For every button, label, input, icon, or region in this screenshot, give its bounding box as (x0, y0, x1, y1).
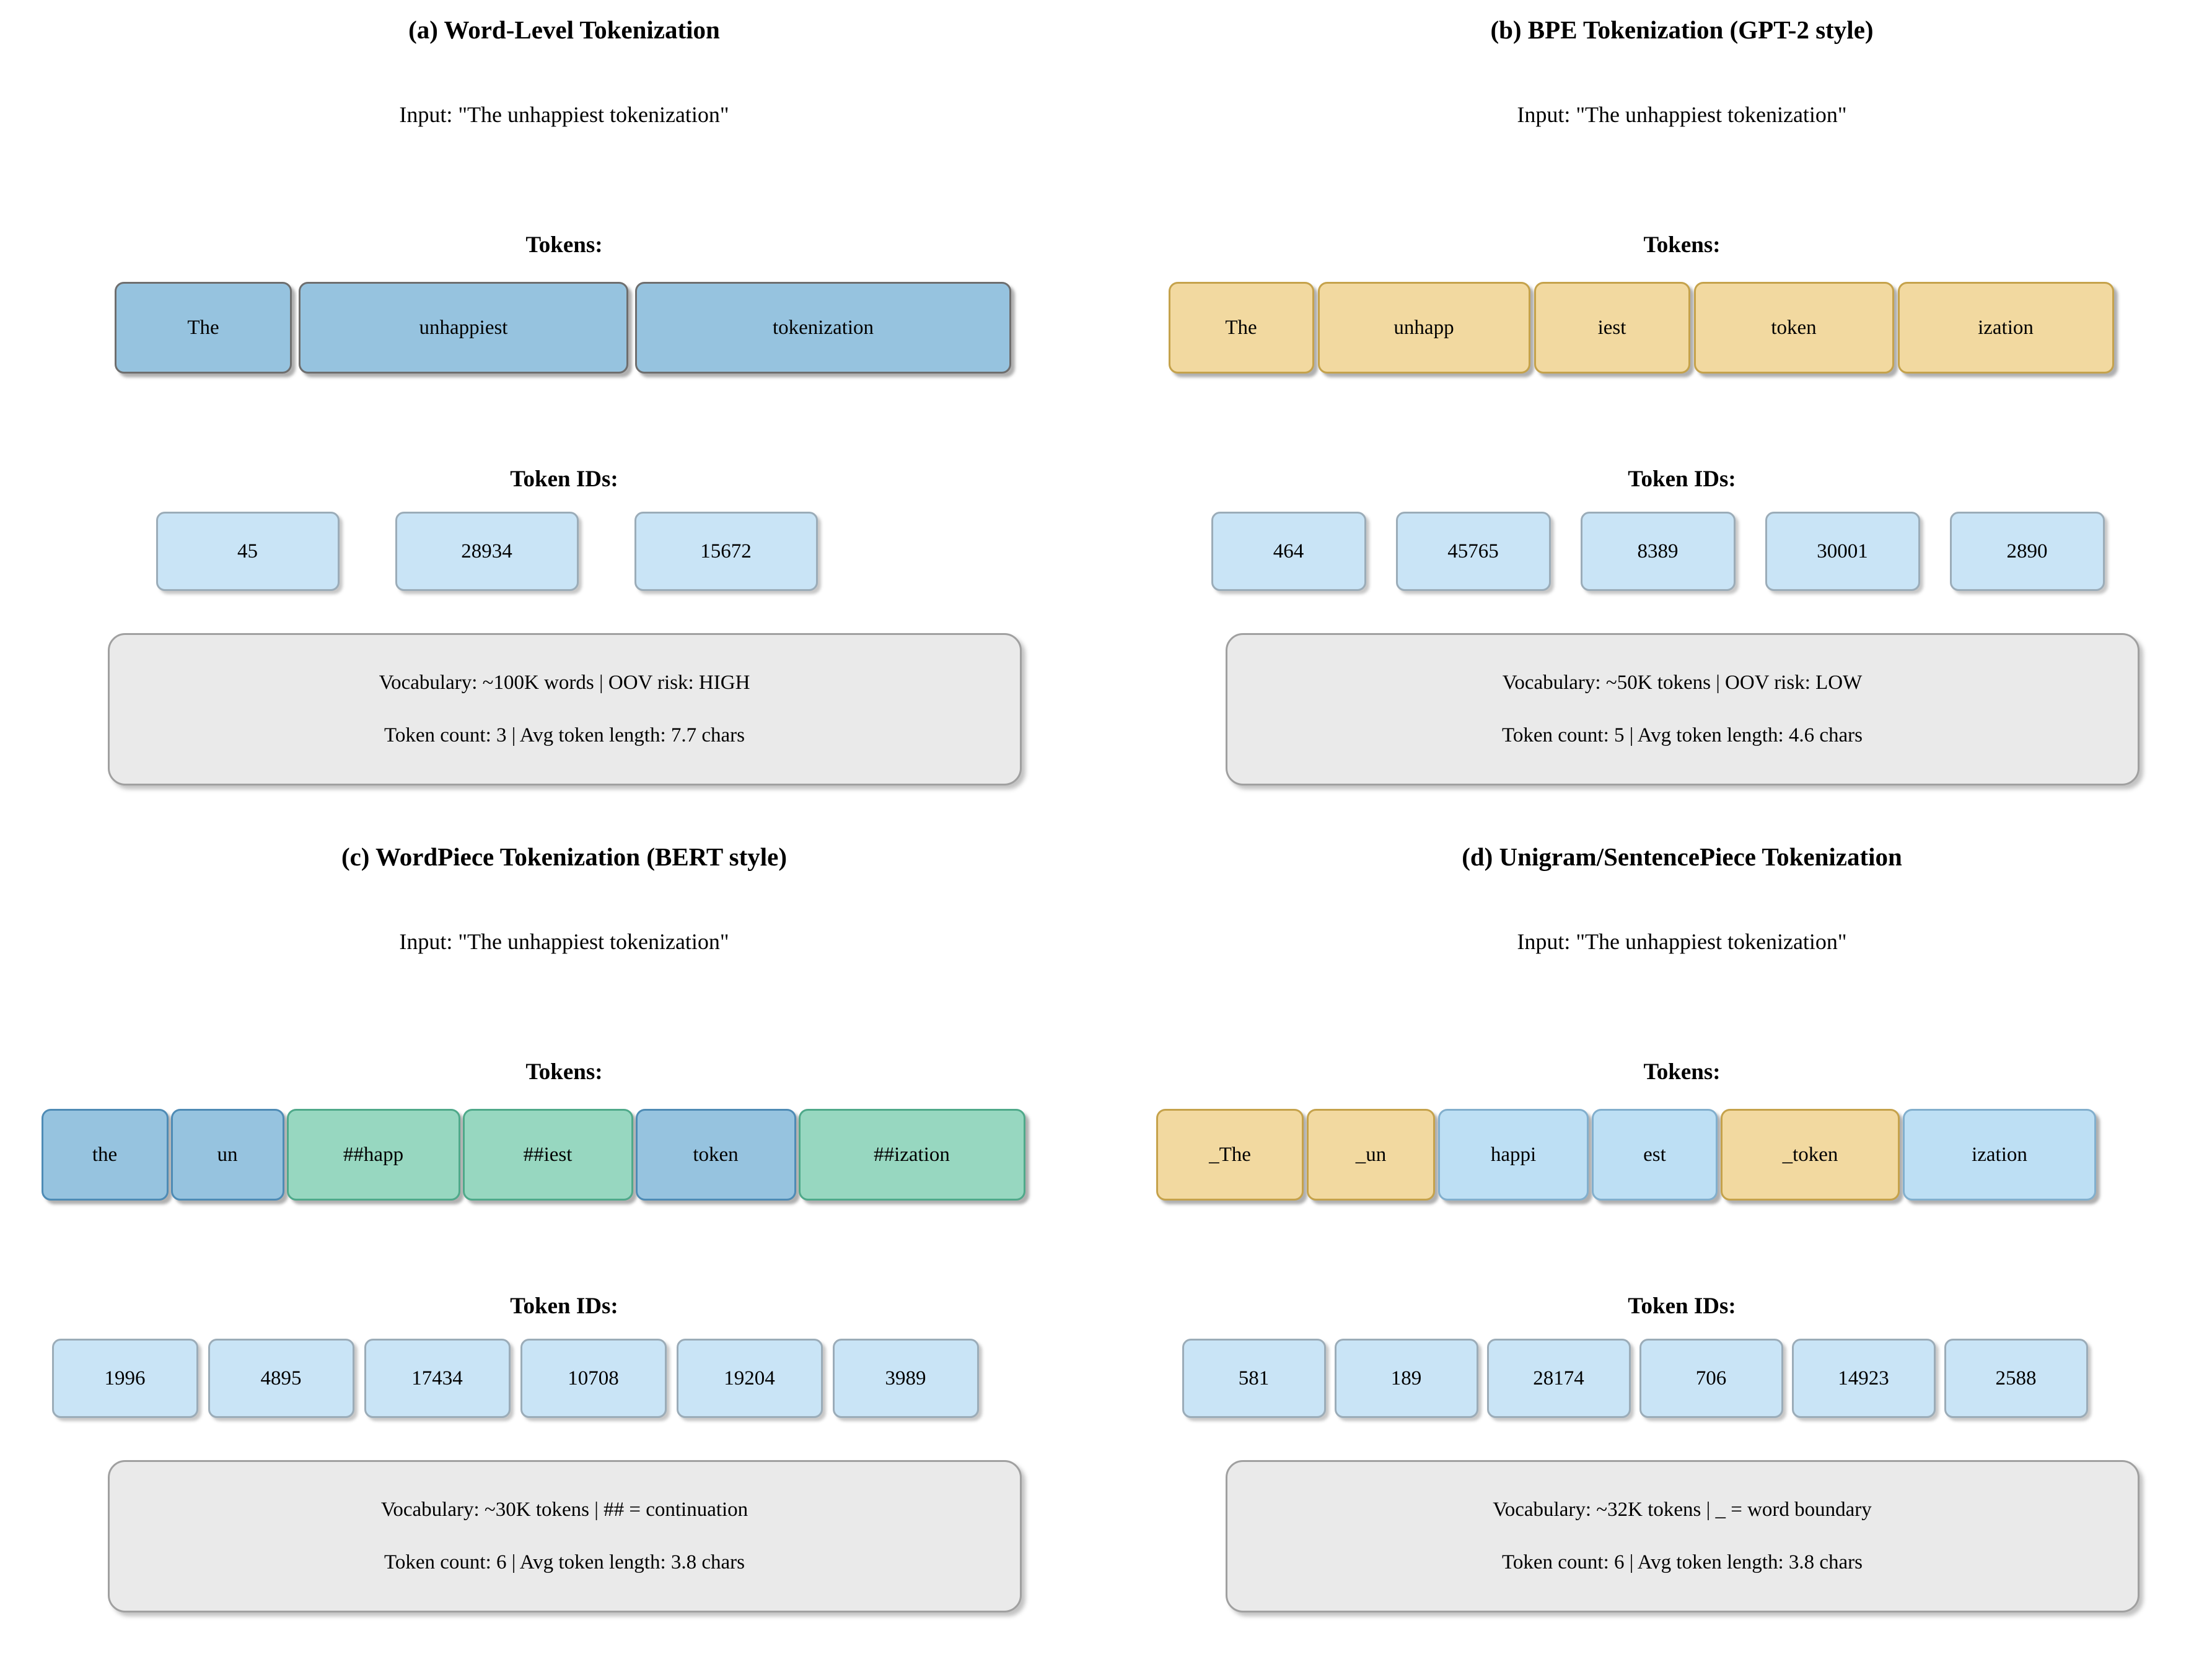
token-id-box: 706 (1639, 1339, 1783, 1418)
token-id-box: 8389 (1580, 512, 1736, 591)
token-id-box: 30001 (1765, 512, 1920, 591)
panel-d: (d) Unigram/SentencePiece Tokenization I… (1129, 827, 2212, 1654)
input-text: Input: "The unhappiest tokenization" (399, 102, 729, 127)
token-id-box: 45765 (1395, 512, 1551, 591)
summary-count-line: Token count: 3 | Avg token length: 7.7 c… (384, 724, 745, 746)
panel-title: (b) BPE Tokenization (GPT-2 style) (1490, 15, 1874, 44)
token-box: token (1693, 282, 1894, 374)
token-box: ##ization (798, 1109, 1025, 1201)
panel-a: (a) Word-Level Tokenization Input: "The … (11, 0, 1117, 827)
summary-box: Vocabulary: ~30K tokens | ## = continuat… (107, 1460, 1022, 1612)
token-box: The (115, 282, 292, 374)
token-box: ization (1897, 282, 2114, 374)
token-box: _un (1307, 1109, 1435, 1201)
panel-title: (a) Word-Level Tokenization (408, 15, 720, 44)
panel-c: (c) WordPiece Tokenization (BERT style) … (11, 827, 1117, 1654)
token-id-box: 15672 (634, 512, 818, 591)
token-id-box: 28174 (1486, 1339, 1631, 1418)
summary-vocabulary-line: Vocabulary: ~50K tokens | OOV risk: LOW (1502, 672, 1863, 694)
token-box: token (635, 1109, 796, 1201)
input-text: Input: "The unhappiest tokenization" (399, 929, 729, 954)
token-box: the (41, 1109, 169, 1201)
token-id-box: 1996 (51, 1339, 198, 1418)
summary-vocabulary-line: Vocabulary: ~32K tokens | _ = word bound… (1493, 1499, 1872, 1521)
token-ids-label: Token IDs: (510, 466, 618, 492)
token-id-box: 464 (1211, 512, 1366, 591)
token-box: _The (1156, 1109, 1304, 1201)
token-id-box: 14923 (1791, 1339, 1936, 1418)
token-id-box: 19204 (676, 1339, 823, 1418)
panel-title: (c) WordPiece Tokenization (BERT style) (341, 842, 788, 871)
token-box: un (170, 1109, 284, 1201)
token-id-box: 581 (1182, 1339, 1326, 1418)
token-id-box: 28934 (395, 512, 579, 591)
panel-b: (b) BPE Tokenization (GPT-2 style) Input… (1129, 0, 2212, 827)
token-id-box: 10708 (520, 1339, 667, 1418)
token-id-row: 45 28934 15672 (0, 512, 1040, 591)
token-ids-label: Token IDs: (510, 1293, 618, 1319)
token-id-box: 189 (1334, 1339, 1478, 1418)
panel-title: (d) Unigram/SentencePiece Tokenization (1462, 842, 1902, 871)
token-box: iest (1534, 282, 1690, 374)
summary-vocabulary-line: Vocabulary: ~30K tokens | ## = continuat… (380, 1499, 748, 1521)
token-id-box: 2890 (1949, 512, 2105, 591)
summary-count-line: Token count: 6 | Avg token length: 3.8 c… (1502, 1551, 1863, 1573)
token-id-box: 45 (156, 512, 340, 591)
summary-count-line: Token count: 6 | Avg token length: 3.8 c… (384, 1551, 745, 1573)
token-box: tokenization (635, 282, 1011, 374)
token-id-box: 2588 (1944, 1339, 2088, 1418)
tokens-label: Tokens: (525, 232, 603, 258)
summary-box: Vocabulary: ~50K tokens | OOV risk: LOW … (1225, 633, 2140, 785)
summary-count-line: Token count: 5 | Avg token length: 4.6 c… (1502, 724, 1863, 746)
input-text: Input: "The unhappiest tokenization" (1517, 102, 1847, 127)
token-id-box: 3989 (832, 1339, 979, 1418)
token-box: ##happ (286, 1109, 460, 1201)
token-ids-label: Token IDs: (1628, 466, 1736, 492)
token-box: unhapp (1317, 282, 1530, 374)
token-box: ization (1903, 1109, 2096, 1201)
token-box: _token (1721, 1109, 1900, 1201)
token-box: The (1168, 282, 1314, 374)
tokens-label: Tokens: (1643, 1059, 1721, 1085)
token-box: ##iest (462, 1109, 633, 1201)
summary-box: Vocabulary: ~100K words | OOV risk: HIGH… (107, 633, 1022, 785)
tokens-label: Tokens: (1643, 232, 1721, 258)
token-id-row: 464 45765 8389 30001 2890 (1105, 512, 2211, 591)
token-box: est (1592, 1109, 1718, 1201)
token-id-box: 17434 (364, 1339, 511, 1418)
token-ids-label: Token IDs: (1628, 1293, 1736, 1319)
input-text: Input: "The unhappiest tokenization" (1517, 929, 1847, 954)
tokens-label: Tokens: (525, 1059, 603, 1085)
summary-vocabulary-line: Vocabulary: ~100K words | OOV risk: HIGH (379, 672, 750, 694)
summary-box: Vocabulary: ~32K tokens | _ = word bound… (1225, 1460, 2140, 1612)
token-id-box: 4895 (208, 1339, 354, 1418)
token-box: unhappiest (299, 282, 628, 374)
token-box: happi (1438, 1109, 1589, 1201)
